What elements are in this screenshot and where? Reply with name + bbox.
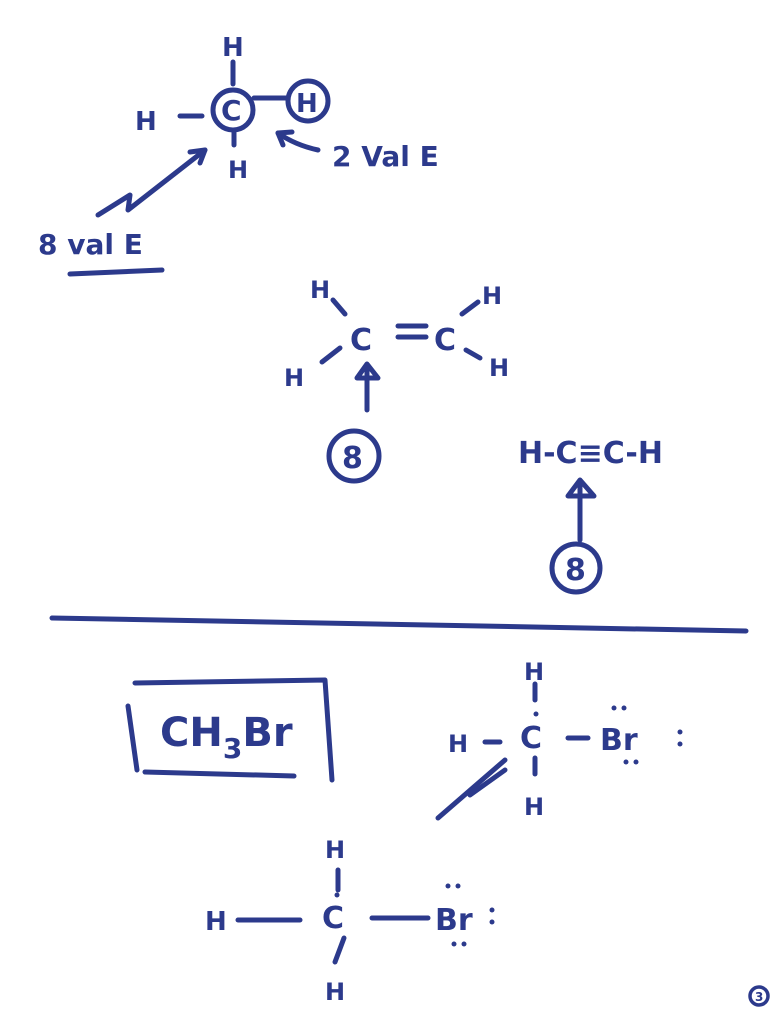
methane-h-top: H [222,33,244,63]
ethene-h-bl: H [284,364,304,392]
electron-dot [462,942,467,947]
methane-h-right: H [296,89,318,119]
bond-line [335,938,344,962]
bond-line [322,348,340,362]
methane-structure: H H C H H 2 Val E 8 val E [38,33,439,274]
bromomethane-structure-2: H H C Br H [205,836,495,1006]
electron-dot [446,884,451,889]
ethene-h-tl: H [310,276,330,304]
page-number: 3 [755,990,763,1004]
ethene-structure: H C C H H H 8 [284,276,509,481]
bromomethane-structure-1: H H C Br H [438,658,683,821]
bm2-h-left: H [205,907,227,937]
formula-ch: CH [160,710,223,756]
bm2-c: C [322,901,344,936]
bm2-h-bottom: H [325,978,345,1006]
bm2-br: Br [435,903,473,938]
electron-dot [490,920,495,925]
electron-dot [452,942,457,947]
electron-dot [335,893,340,898]
ethene-c1: C [350,323,372,358]
box-bottom [145,772,294,776]
ethene-c2: C [434,323,456,358]
electron-dot [612,706,617,711]
methane-h-bottom: H [228,156,248,184]
val-e-8-label: 8 val E [38,228,143,261]
formula-box: CH3Br [128,680,332,780]
ethyne-formula: H-C≡C-H [518,436,663,471]
bm1-h-left: H [448,730,468,758]
bond-line [333,300,345,314]
electron-dot [678,730,683,735]
ethene-circled-8: 8 [342,441,363,476]
electron-dot [678,742,683,747]
bond-line [462,302,478,314]
methane-h-left: H [135,107,157,137]
slash-stroke [438,760,505,818]
bond-line [466,350,480,358]
electron-dot [490,908,495,913]
ethene-h-br: H [489,354,509,382]
box-left [128,706,137,770]
electron-dot [624,760,629,765]
bm1-h-bottom: H [524,793,544,821]
bm1-br: Br [600,723,638,758]
val-e-2-label: 2 Val E [332,140,439,173]
ethene-h-tr: H [482,282,502,310]
lightning-arrow [98,150,205,215]
underline [70,270,162,274]
methane-c: C [221,94,242,127]
ethyne-structure: H-C≡C-H 8 [518,436,663,592]
electron-dot [534,712,539,717]
ethyne-circled-8: 8 [565,553,586,588]
formula-br: Br [242,710,292,756]
section-divider [52,618,746,631]
bm2-h-top: H [325,836,345,864]
formula-sub-3: 3 [223,732,242,765]
bm1-c: C [520,721,542,756]
electron-dot [456,884,461,889]
electron-dot [634,760,639,765]
formula-text: CH3Br [160,710,293,765]
electron-dot [622,706,627,711]
